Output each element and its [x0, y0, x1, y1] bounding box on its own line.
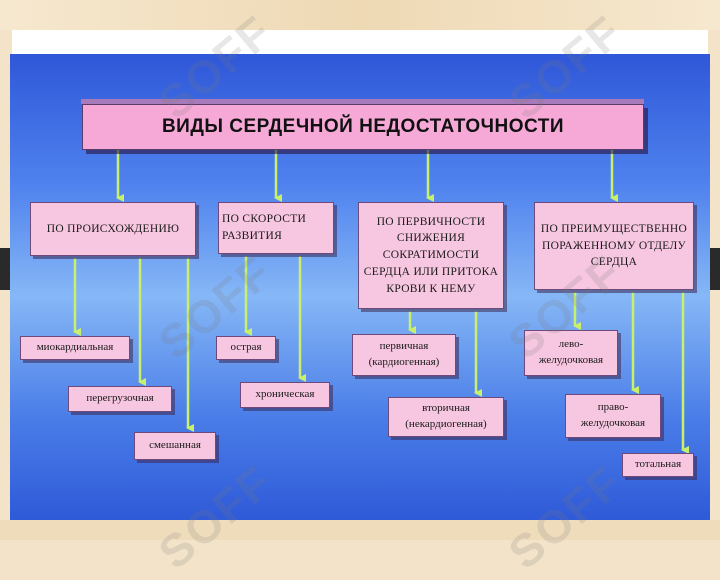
- right-band: [708, 248, 720, 290]
- item-secondary-noncardiogenic: вторичная (некардиогенная): [388, 397, 504, 437]
- bottom-band: [0, 520, 720, 540]
- top-band: [0, 0, 720, 30]
- item-overload: перегрузочная: [68, 386, 172, 412]
- item-primary-cardiogenic: первичная (кардиогенная): [352, 334, 456, 376]
- left-band: [0, 248, 12, 290]
- item-myocardial: миокардиальная: [20, 336, 130, 360]
- item-left-ventricular: лево-желудочковая: [524, 330, 618, 376]
- connector-arrows: [73, 148, 689, 454]
- category-speed: ПО СКОРОСТИ РАЗВИТИЯ: [218, 202, 334, 254]
- item-total: тотальная: [622, 453, 694, 477]
- item-chronic: хроническая: [240, 382, 330, 408]
- category-department: ПО ПРЕИМУЩЕСТВЕННО ПОРАЖЕННОМУ ОТДЕЛУ СЕ…: [534, 202, 694, 290]
- item-acute: острая: [216, 336, 276, 360]
- item-right-ventricular: право-желудочковая: [565, 394, 661, 438]
- item-mixed: смешанная: [134, 432, 216, 460]
- category-primary: ПО ПЕРВИЧНОСТИ СНИЖЕНИЯ СОКРАТИМОСТИ СЕР…: [358, 202, 504, 309]
- diagram-title: ВИДЫ СЕРДЕЧНОЙ НЕДОСТАТОЧНОСТИ: [81, 99, 644, 150]
- category-origin: ПО ПРОИСХОЖДЕНИЮ: [30, 202, 196, 256]
